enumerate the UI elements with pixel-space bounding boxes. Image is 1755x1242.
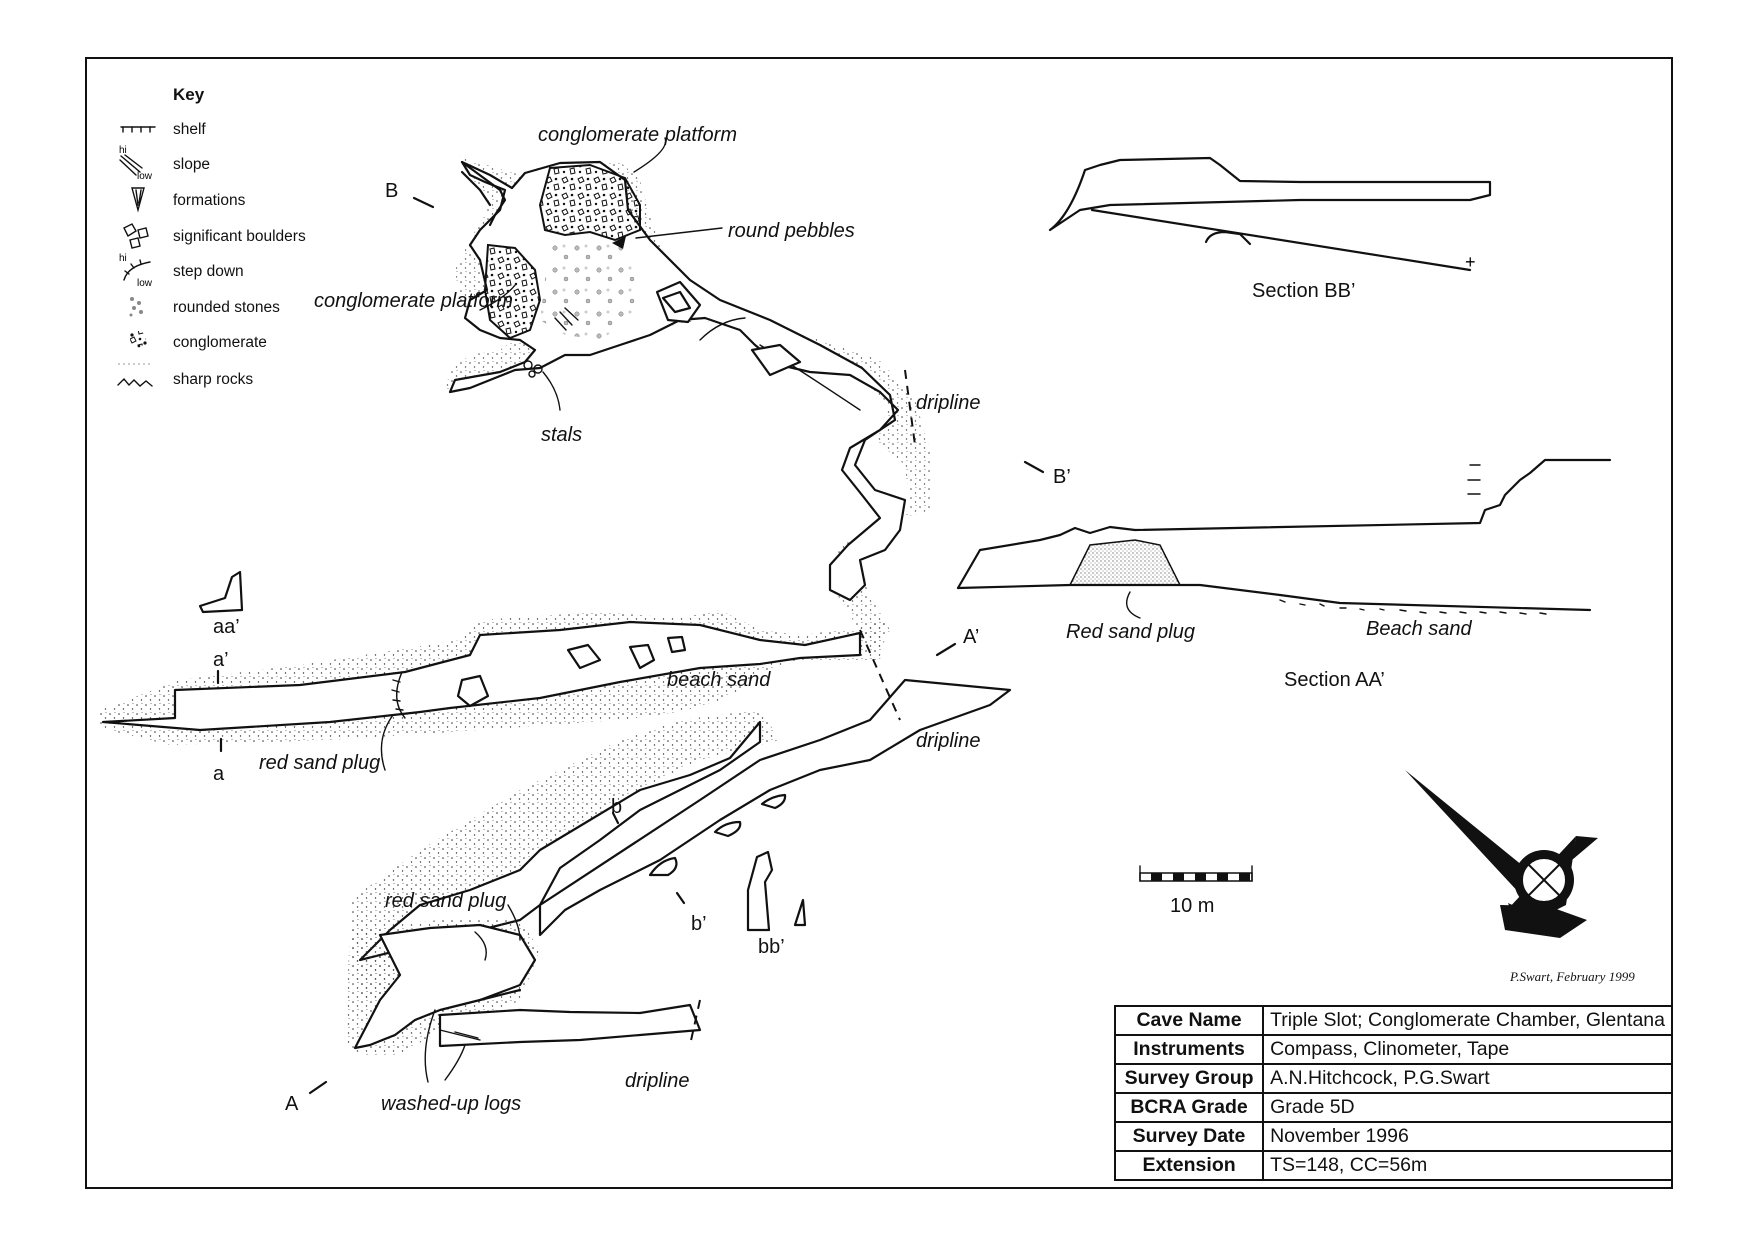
author-credit: P.Swart, February 1999: [1510, 969, 1635, 984]
info-row: Cave Name Triple Slot; Conglomerate Cham…: [1113, 1005, 1673, 1036]
info-row: BCRA Grade Grade 5D: [1113, 1092, 1673, 1123]
info-value: Compass, Clinometer, Tape: [1262, 1034, 1673, 1065]
survey-info-table: Cave Name Triple Slot; Conglomerate Cham…: [1113, 1005, 1673, 1181]
key-label-formations: formations: [173, 192, 246, 209]
key-label-slope: slope: [173, 156, 210, 173]
info-key: Cave Name: [1113, 1005, 1265, 1036]
scale-bar-label: 10 m: [1170, 895, 1214, 917]
label-washed-up-logs: washed-up logs: [381, 1093, 521, 1115]
scale-bar: 10 m: [1139, 865, 1253, 917]
label-dripline-3: dripline: [625, 1070, 689, 1092]
map-key: Key shelf hi low slope formations signif…: [117, 85, 306, 388]
marker-B-prime: B’: [1053, 466, 1071, 488]
key-label-shelf: shelf: [173, 121, 206, 138]
label-beach-sand: beach sand: [667, 669, 771, 691]
lower-passages: [100, 610, 1012, 1083]
cross-section-aa: [198, 570, 244, 614]
map-frame: [85, 57, 1673, 1189]
map-labels: conglomerate platform round pebbles cong…: [213, 124, 1473, 1115]
label-stals: stals: [541, 424, 582, 446]
sharp-rocks-icon: [117, 363, 153, 387]
info-row: Survey Group A.N.Hitchcock, P.G.Swart: [1113, 1063, 1673, 1094]
info-value: November 1996: [1262, 1121, 1673, 1152]
slope-icon: hi low: [119, 145, 153, 182]
marker-b-prime: b’: [691, 913, 707, 935]
key-label-sharp-rocks: sharp rocks: [173, 371, 253, 388]
section-aa-beach-sand: Beach sand: [1366, 618, 1473, 640]
info-row: Instruments Compass, Clinometer, Tape: [1113, 1034, 1673, 1065]
label-dripline-2: dripline: [916, 730, 980, 752]
section-marker-lines: [216, 196, 1045, 1095]
key-label-boulders: significant boulders: [173, 228, 306, 245]
info-row: Survey Date November 1996: [1113, 1121, 1673, 1152]
north-arrow-icon: [1405, 770, 1598, 938]
svg-text:hi: hi: [119, 253, 127, 264]
marker-a: a: [213, 763, 225, 785]
key-title: Key: [173, 85, 205, 104]
info-key: BCRA Grade: [1113, 1092, 1265, 1123]
conglomerate-icon: [130, 331, 147, 348]
formations-icon: [131, 187, 145, 213]
cross-section-bb: [746, 850, 807, 932]
info-key: Extension: [1113, 1150, 1265, 1181]
section-bb-title: Section BB’: [1252, 280, 1355, 302]
marker-B: B: [385, 180, 398, 202]
info-value: Grade 5D: [1262, 1092, 1673, 1123]
label-round-pebbles: round pebbles: [728, 220, 855, 242]
marker-A-prime: A’: [963, 626, 979, 648]
boulders-icon: [123, 223, 149, 249]
section-aa-title: Section AA’: [1284, 669, 1385, 691]
step-down-icon: hi low: [119, 253, 153, 289]
section-aa: [956, 458, 1612, 619]
key-label-rounded-stones: rounded stones: [173, 299, 280, 316]
info-row: Extension TS=148, CC=56m: [1113, 1150, 1673, 1181]
marker-aa-prime: aa’: [213, 616, 240, 638]
info-value: Triple Slot; Conglomerate Chamber, Glent…: [1262, 1005, 1673, 1036]
info-value: TS=148, CC=56m: [1262, 1150, 1673, 1181]
rounded-stones-icon: [129, 297, 143, 317]
label-red-sand-plug-1: red sand plug: [259, 752, 380, 774]
key-label-conglomerate: conglomerate: [173, 334, 267, 351]
marker-a-prime: a’: [213, 649, 229, 671]
marker-b: b: [611, 796, 622, 818]
key-label-step-down: step down: [173, 263, 244, 280]
marker-bb-prime: bb’: [758, 936, 785, 958]
section-bb-cross-mark: +: [1465, 252, 1476, 272]
section-bb: +: [1048, 156, 1492, 272]
info-key: Survey Date: [1113, 1121, 1265, 1152]
svg-text:low: low: [137, 278, 153, 289]
svg-text:hi: hi: [119, 145, 127, 156]
svg-text:low: low: [137, 171, 153, 182]
marker-A: A: [285, 1093, 299, 1115]
section-aa-red-sand-plug: Red sand plug: [1066, 621, 1195, 643]
info-value: A.N.Hitchcock, P.G.Swart: [1262, 1063, 1673, 1094]
conglomerate-chamber: [445, 137, 930, 650]
info-key: Instruments: [1113, 1034, 1265, 1065]
info-key: Survey Group: [1113, 1063, 1265, 1094]
label-dripline-1: dripline: [916, 392, 980, 414]
shelf-icon: [120, 126, 156, 133]
label-conglomerate-platform-left: conglomerate platform: [314, 290, 513, 312]
label-conglomerate-platform-top: conglomerate platform: [538, 124, 737, 146]
label-red-sand-plug-2: red sand plug: [385, 890, 506, 912]
